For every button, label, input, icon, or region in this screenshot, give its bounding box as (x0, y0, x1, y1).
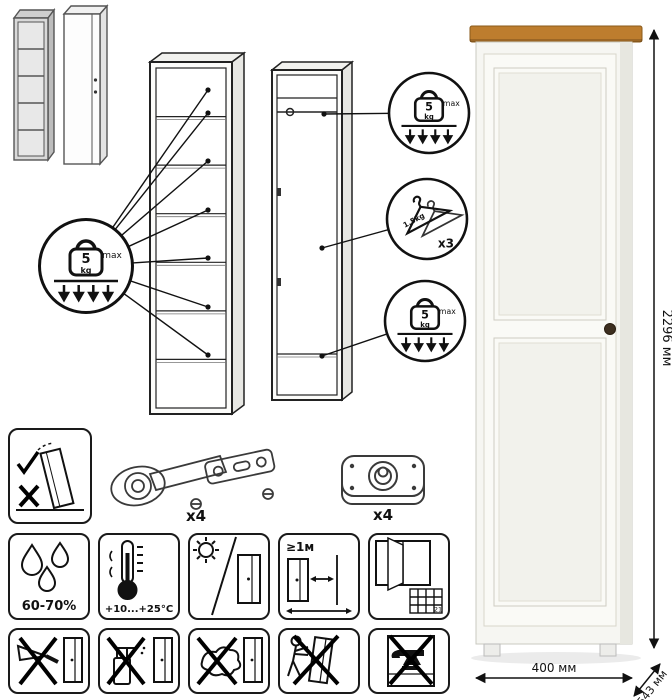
hanger-icon (404, 195, 465, 239)
door-knob (604, 323, 616, 335)
temperature-label: +10...+25°C (105, 604, 173, 615)
distance-label: ≥1м (286, 540, 314, 554)
no-heavy-load-box (368, 628, 450, 694)
ventilation-box: 21 (368, 533, 450, 620)
foot-drawing: x4 (318, 430, 448, 522)
cabinet-icon (243, 637, 263, 683)
hinge-count-label: x4 (186, 507, 206, 524)
vent-cell-label: 21 (434, 606, 442, 614)
water-drops-icon (20, 541, 70, 592)
check-icon (16, 450, 40, 475)
tipping-cabinet-icon (39, 447, 75, 510)
wardrobe-foot-left (483, 643, 501, 657)
thermometer-icon (109, 540, 143, 600)
cross-icon (106, 636, 146, 686)
depth-dimension: 543 мм (633, 663, 670, 700)
hanger-count-label: x3 (438, 236, 454, 250)
top-shelf-load-badge (387, 71, 471, 155)
width-dimension-label: 400 мм (532, 661, 577, 675)
wardrobe-render: 2296 мм 400 мм 543 мм (469, 25, 672, 700)
no-drag-box (278, 628, 360, 694)
sun-icon (193, 537, 219, 563)
humidity-box: 60-70% (8, 533, 90, 620)
wardrobe-open-diagram: 1.5kg x3 (269, 60, 471, 402)
cross-icon (196, 636, 238, 686)
door-upper-panel (493, 67, 607, 321)
no-spray-box (98, 628, 180, 694)
anchor-warning-box (8, 428, 92, 524)
cabinet-icon (237, 554, 261, 604)
hanger-rail-hook (285, 107, 295, 117)
gap-arrow-icon (310, 555, 338, 605)
bottom-shelf-load-badge (383, 279, 467, 363)
no-solvent-box (188, 628, 270, 694)
height-dimension: 2296 мм (648, 28, 672, 650)
cabinet-icon (153, 637, 173, 683)
width-dimension: 400 мм (474, 661, 634, 684)
wardrobe-foot-right (599, 643, 617, 657)
adjustable-foot-icon (341, 455, 425, 505)
cabinet-icon (287, 558, 309, 602)
cross-icon (18, 636, 58, 686)
temperature-box: +10...+25°C (98, 533, 180, 620)
sunlight-box (188, 533, 270, 620)
hinge-drawing: x4 (98, 428, 288, 524)
cross-icon (292, 634, 340, 686)
door-lower-panel (493, 337, 607, 607)
height-dimension-label: 2296 мм (659, 310, 672, 367)
hanger-load-badge: 1.5kg x3 (385, 177, 469, 261)
no-sharp-tools-box (8, 628, 90, 694)
foot-count-label: x4 (373, 506, 393, 522)
shelf-cabinet-diagram (37, 51, 247, 416)
shelf-load-badge (37, 217, 135, 315)
vent-grid-icon: 21 (409, 588, 443, 614)
hinge-icon (110, 448, 276, 510)
window-icon (375, 536, 431, 592)
cross-icon (388, 634, 434, 686)
variant-cabinet-dark (12, 7, 56, 163)
humidity-label: 60-70% (22, 599, 77, 614)
width-arrow-icon (286, 608, 352, 614)
cross-icon (18, 484, 40, 508)
cabinet-icon (63, 637, 83, 683)
variant-cabinet-light (62, 4, 109, 166)
distance-box: ≥1м (278, 533, 360, 620)
